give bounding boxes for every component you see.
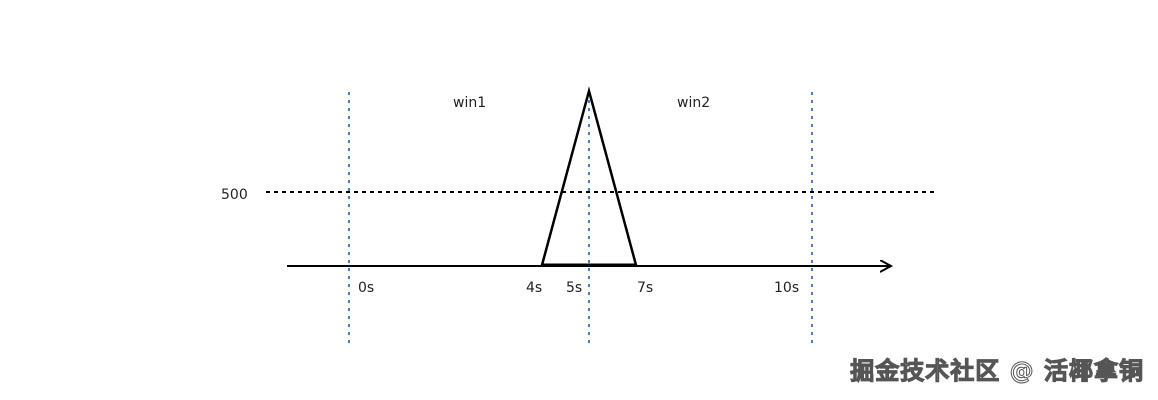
tick-label-5s: 5s	[566, 280, 582, 296]
watermark: 掘金技术社区 @ 活椰拿铜	[850, 357, 1144, 386]
threshold-label: 500	[221, 187, 248, 203]
tick-label-7s: 7s	[637, 280, 653, 296]
window-label-win1: win1	[453, 95, 486, 111]
tick-label-10s: 10s	[774, 280, 799, 296]
tick-label-4s: 4s	[526, 280, 542, 296]
tick-label-0s: 0s	[358, 280, 374, 296]
window-label-win2: win2	[677, 95, 710, 111]
